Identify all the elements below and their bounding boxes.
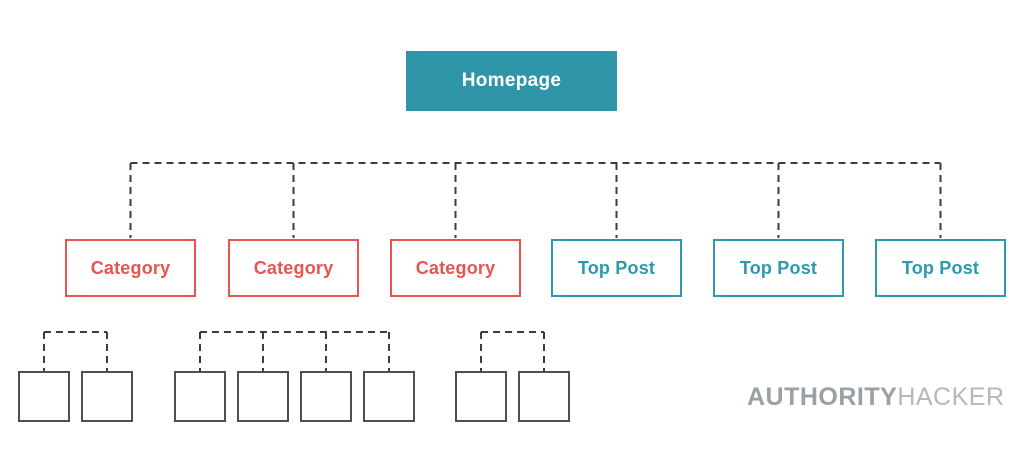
subpage-box	[455, 371, 507, 422]
top-post-label: Top Post	[739, 257, 818, 278]
top-post-node-2: Top Post	[713, 239, 844, 297]
category-label: Category	[90, 257, 171, 278]
category-label: Category	[415, 257, 496, 278]
homepage-label: Homepage	[461, 70, 562, 91]
subpage-box	[81, 371, 133, 422]
subpage-box	[237, 371, 289, 422]
subpage-box	[363, 371, 415, 422]
top-post-label: Top Post	[577, 257, 656, 278]
subpage-box	[174, 371, 226, 422]
homepage-connector-lines	[129, 162, 942, 238]
category-node-1: Category	[65, 239, 196, 297]
homepage-node: Homepage	[406, 51, 617, 111]
top-post-node-3: Top Post	[875, 239, 1006, 297]
subpage-box	[18, 371, 70, 422]
cluster1-connector-lines	[43, 331, 108, 371]
top-post-node-1: Top Post	[551, 239, 682, 297]
category-node-3: Category	[390, 239, 521, 297]
cluster2-connector-lines	[199, 331, 390, 371]
authorityhacker-logo: AUTHORITYHACKER	[747, 383, 1005, 412]
subpage-box	[300, 371, 352, 422]
category-label: Category	[253, 257, 334, 278]
logo-text-hacker: HACKER	[897, 383, 1005, 411]
logo-text-authority: AUTHORITY	[747, 383, 898, 411]
category-node-2: Category	[228, 239, 359, 297]
top-post-label: Top Post	[901, 257, 980, 278]
subpage-box	[518, 371, 570, 422]
cluster3-connector-lines	[480, 331, 545, 371]
